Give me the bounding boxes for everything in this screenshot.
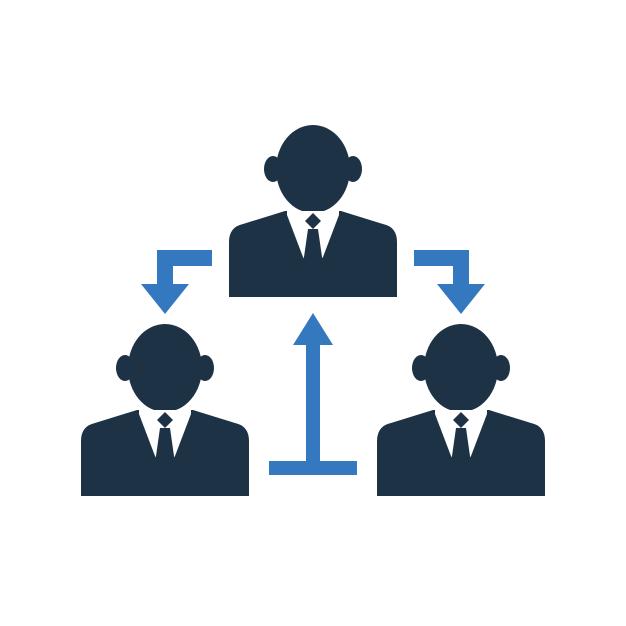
right-member-person-icon xyxy=(377,324,545,496)
left-member-person-icon xyxy=(81,324,249,496)
arrows-group xyxy=(141,250,485,475)
t-arrow-up-icon xyxy=(269,313,357,475)
leader-person-icon xyxy=(229,125,397,297)
elbow-arrow-down-right-icon xyxy=(414,250,485,314)
elbow-arrow-down-left-icon xyxy=(141,250,212,314)
